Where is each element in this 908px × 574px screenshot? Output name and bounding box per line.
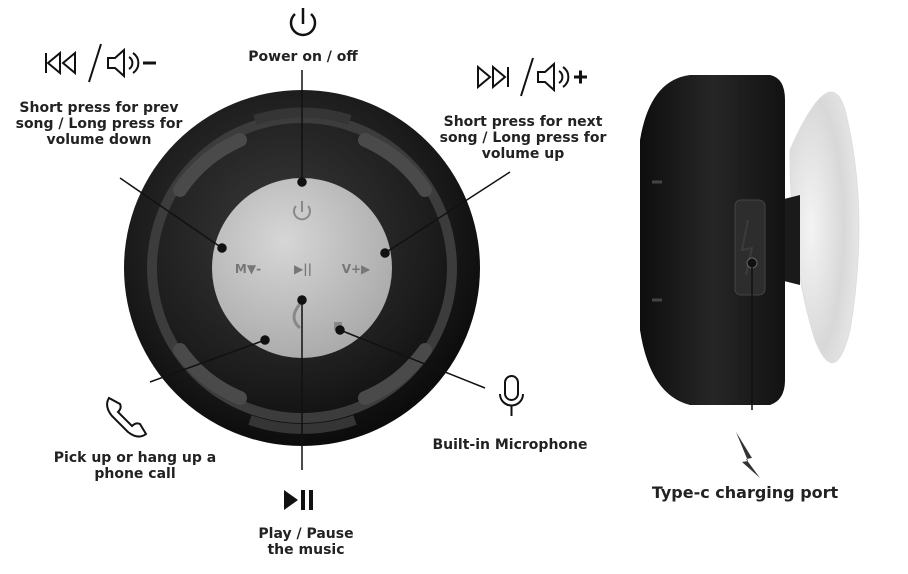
volume-up-icon [537,61,587,93]
prev-dot [217,243,227,253]
face-phone-icon [292,303,302,330]
phone-icon [106,396,148,438]
face-key-right[interactable]: V+▶ [342,262,371,276]
charging-label: Type-c charging port [651,483,839,502]
play-dot [297,295,307,305]
microphone-icon [499,375,524,416]
volume-down-icon [107,47,156,79]
power-dot [297,177,307,187]
slash-divider-left [88,43,102,83]
next-dot [380,248,390,258]
control-panel-face [212,178,392,358]
slash-divider-right [520,57,534,97]
speaker-side-view [640,75,860,410]
lightning-icon [736,432,760,478]
play-label: Play / Pause the music [258,526,354,558]
prev-track-icon [45,50,76,76]
power-label: Power on / off [248,49,358,65]
play-pause-icon [284,490,313,510]
face-key-left[interactable]: M▼- [235,262,261,276]
prev-label: Short press for prev song / Long press f… [15,100,183,148]
face-key-middle[interactable]: ▶|| [294,262,312,276]
call-dot [260,335,270,345]
power-icon [289,8,317,37]
next-track-icon [477,64,509,90]
speaker-front-view [124,90,480,446]
call-label: Pick up or hang up a phone call [53,450,217,482]
mic-dot [335,325,345,335]
next-label: Short press for next song / Long press f… [439,114,607,162]
mic-label: Built-in Microphone [432,437,588,453]
face-power-icon [293,201,311,221]
callout-lines [119,70,511,470]
